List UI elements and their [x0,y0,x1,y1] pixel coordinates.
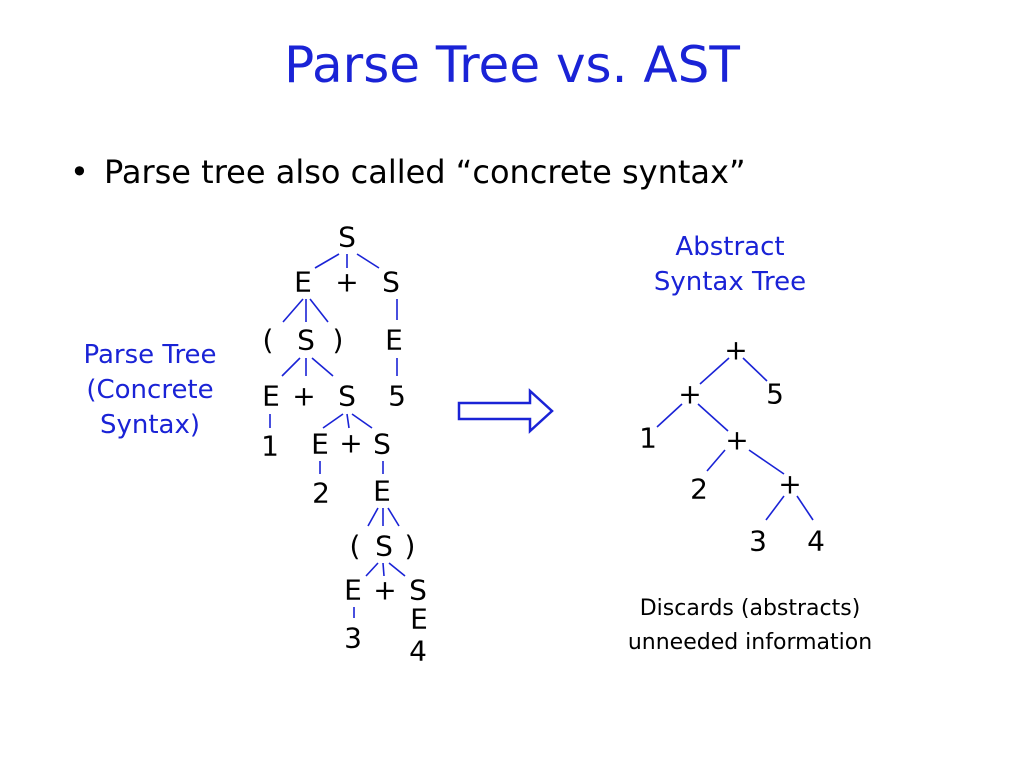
parse-tree-node-7: E [385,324,403,357]
parse-tree-node-5: S [297,324,315,357]
ast-note-line2: unneeded information [627,630,873,655]
parse-tree-node-22: + [373,574,396,607]
bullet-dot-icon: • [70,153,89,191]
ast-node-2: 5 [766,378,784,411]
ast-edge-0 [699,357,730,385]
ast-edge-1 [742,357,768,382]
parse-tree-node-1: E [294,266,312,299]
parse-tree-node-20: ) [405,530,416,563]
parse-tree-node-24: E [410,603,428,636]
ast-nodes: + +5 1 +2 +3 4 [639,334,825,558]
parse-tree-edge-12 [322,413,344,429]
ast-edge-7 [796,495,814,521]
parse-tree-node-12: 1 [261,430,279,463]
parse-tree-node-21: E [344,574,362,607]
parse-tree-edge-20 [365,562,379,577]
ast-node-7: 3 [749,525,767,558]
parse-tree-node-18: ( [350,530,361,563]
ast-label: Abstract Syntax Tree [620,230,840,300]
parse-tree-edge-22 [388,562,406,577]
ast-node-8: 4 [807,525,825,558]
ast-note-line1: Discards (abstracts) [639,596,861,621]
parse-tree-node-17: E [373,475,391,508]
parse-tree-label-line2: (Concrete [86,375,214,405]
parse-tree-label: Parse Tree (Concrete Syntax) [50,338,250,443]
parse-tree-node-19: S [375,530,393,563]
bullet-text: Parse tree also called “concrete syntax” [104,153,746,191]
ast-node-1: + [678,378,701,411]
ast-node-5: 2 [690,473,708,506]
parse-tree-edge-19 [387,507,400,527]
parse-tree-node-4: ( [263,324,274,357]
ast-edge-5 [748,449,785,475]
parse-tree-edge-7 [281,357,301,377]
parse-tree-edge-17 [367,507,379,527]
ast-node-6: + [778,468,801,501]
parse-tree-edge-14 [351,413,373,429]
parse-tree-node-9: + [292,380,315,413]
ast-note: Discards (abstracts) unneeded informatio… [590,592,910,660]
parse-tree-node-2: + [335,266,358,299]
parse-tree-node-15: S [373,428,391,461]
parse-tree-node-26: 4 [409,635,427,668]
parse-tree-label-line3: Syntax) [99,410,201,440]
parse-tree-node-16: 2 [312,477,330,510]
ast-label-line2: Syntax Tree [653,267,807,297]
ast-edges [656,357,814,521]
parse-tree-node-14: + [339,427,362,460]
parse-tree-node-6: ) [333,324,344,357]
parse-tree-edge-13 [346,413,350,429]
parse-tree-edge-9 [311,357,334,377]
page-title: Parse Tree vs. AST [284,36,740,94]
parse-tree-node-25: 3 [344,622,362,655]
ast-edge-6 [765,495,785,521]
ast-node-4: + [725,424,748,457]
parse-tree-label-line1: Parse Tree [83,340,217,370]
parse-tree-node-10: S [338,380,356,413]
ast-node-0: + [724,334,747,367]
ast-edge-2 [656,403,683,428]
parse-tree-node-8: E [262,380,280,413]
parse-tree-edge-2 [356,253,380,269]
parse-tree-edge-0 [314,253,340,269]
bullet-item: • Parse tree also called “concrete syntax… [70,150,746,194]
parse-tree-node-3: S [382,266,400,299]
parse-tree-node-13: E [311,428,329,461]
parse-tree-edges [269,253,406,618]
parse-tree-edge-21 [382,562,385,577]
ast-node-3: 1 [639,422,657,455]
parse-tree-edge-3 [282,298,304,323]
parse-tree-node-11: 5 [388,380,406,413]
parse-tree-edge-5 [309,298,329,323]
parse-tree-node-23: S [409,574,427,607]
right-arrow-icon [457,388,554,434]
ast-edge-3 [697,403,729,432]
parse-tree-node-0: S [338,221,356,254]
ast-label-line1: Abstract [675,232,785,262]
ast-edge-4 [706,449,726,472]
